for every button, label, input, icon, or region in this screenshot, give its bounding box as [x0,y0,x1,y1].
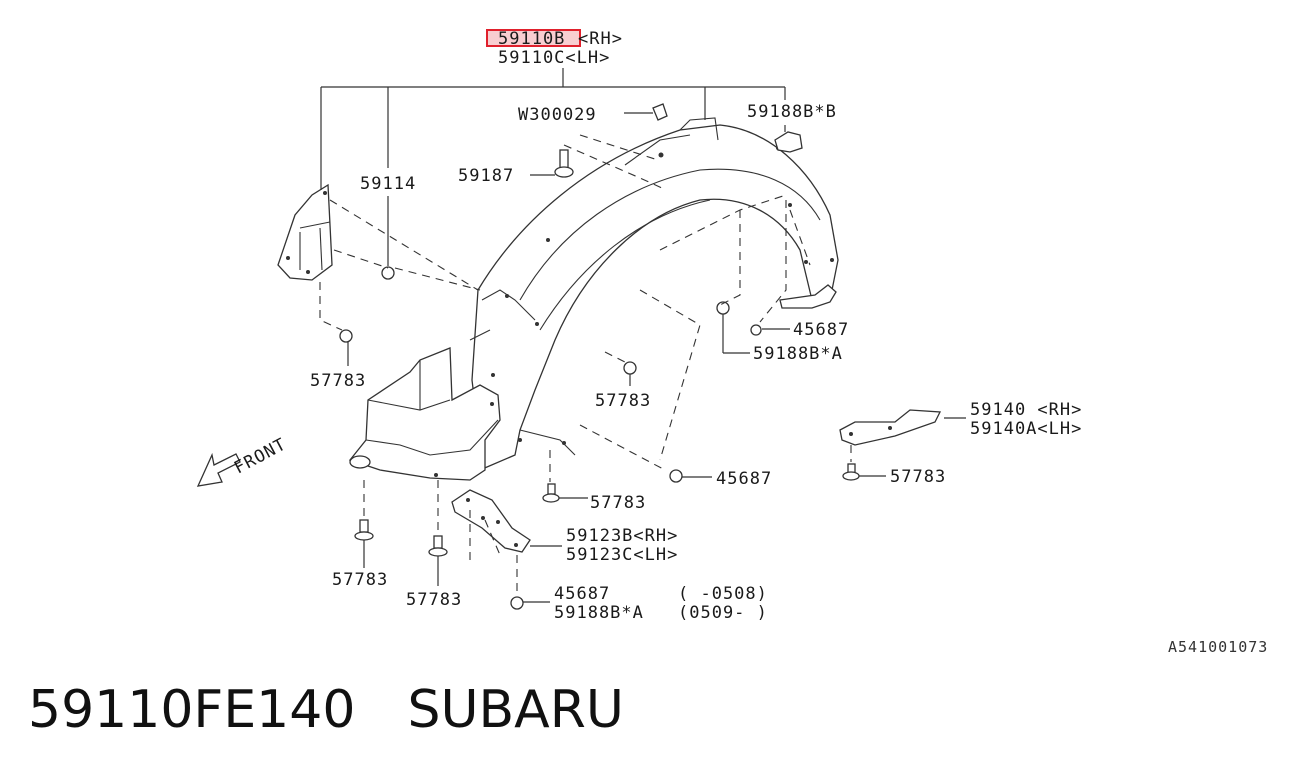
label-w300029[interactable]: W300029 [518,105,597,125]
label-45687-b[interactable]: 45687 [716,469,772,489]
clip-45687-b[interactable] [669,469,683,483]
clip-45687-c[interactable] [510,596,524,610]
label-59188ba-b[interactable]: 59188B*A [554,603,644,623]
label-59110b-side: <RH> [578,29,623,49]
part-number: 59110FE140 [28,680,356,740]
fastener-w300029[interactable] [652,103,668,121]
label-57783-a[interactable]: 57783 [310,371,366,391]
leader-lines [320,68,966,603]
part-labels: 59110B <RH> 59110C<LH> W300029 59188B*B … [310,29,1268,656]
label-57783-e[interactable]: 57783 [332,570,388,590]
front-splash-guard[interactable] [348,347,501,481]
clip-59188bb[interactable] [774,131,803,153]
label-45687-c[interactable]: 45687 [554,584,610,604]
label-59188ba[interactable]: 59188B*A [753,344,843,364]
reference-code: A541001073 [1168,638,1268,656]
label-59188bb[interactable]: 59188B*B [747,102,837,122]
front-arrow: FRONT [196,434,290,487]
label-59110c[interactable]: 59110C<LH> [498,48,610,68]
label-45687-c-range: ( -0508) [678,584,768,604]
label-57783-b[interactable]: 57783 [595,391,651,411]
screw-57783-d[interactable] [842,463,860,481]
screw-57783-c[interactable] [542,483,560,503]
label-59110b[interactable]: 59110B [498,29,565,49]
label-45687-a[interactable]: 45687 [793,320,849,340]
bracket-59123[interactable] [451,489,531,553]
rear-bracket-59140[interactable] [839,409,942,446]
label-59123b-rh[interactable]: 59123B<RH> [566,526,678,546]
label-59123c-lh[interactable]: 59123C<LH> [566,545,678,565]
footer-title: 59110FE140 SUBARU [28,680,676,740]
front-label: FRONT [231,434,290,478]
label-57783-c[interactable]: 57783 [590,493,646,513]
rear-clip-bracket[interactable] [779,284,837,309]
front-bracket[interactable] [277,183,333,281]
clip-57783-a[interactable] [339,329,353,343]
label-59187[interactable]: 59187 [458,166,514,186]
label-57783-d[interactable]: 57783 [890,467,946,487]
label-59188ba-b-range: (0509- ) [678,603,768,623]
label-59140-rh[interactable]: 59140 <RH> [970,400,1082,420]
label-59140a-lh[interactable]: 59140A<LH> [970,419,1082,439]
label-57783-f[interactable]: 57783 [406,590,462,610]
screw-59187[interactable] [554,149,574,178]
brand-name: SUBARU [407,680,624,740]
highlight-59110b [486,29,581,47]
screw-57783-e[interactable] [354,519,374,541]
clip-45687-a[interactable] [750,324,762,336]
fender-liner[interactable] [469,117,839,471]
clip-57783-b[interactable] [623,361,637,375]
clip-59114[interactable] [381,266,395,280]
label-59114[interactable]: 59114 [360,174,416,194]
installation-dashed-lines [319,134,852,596]
screw-57783-f[interactable] [428,535,448,557]
